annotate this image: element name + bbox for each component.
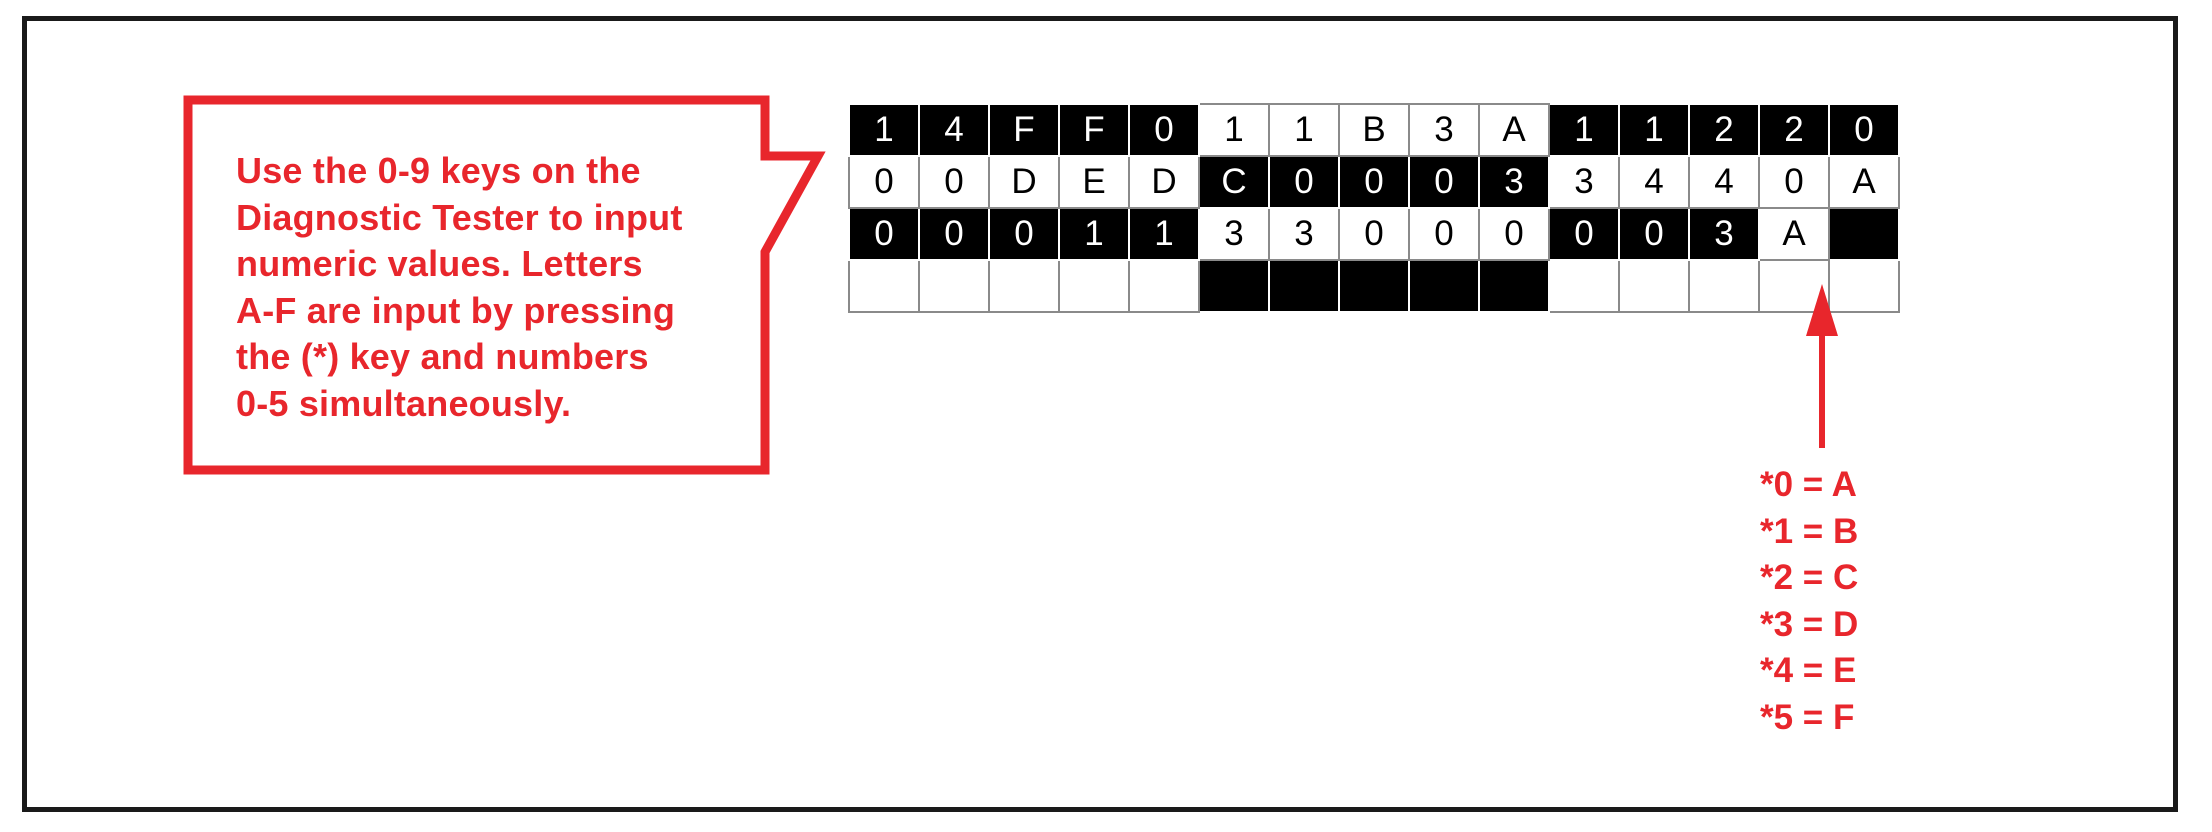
grid-cell: 3	[1478, 155, 1550, 209]
grid-cell	[1828, 207, 1900, 261]
legend-item: *5 = F	[1760, 697, 1855, 737]
grid-cell: F	[988, 103, 1060, 157]
grid-row	[848, 259, 1900, 313]
grid-cell: 0	[848, 207, 920, 261]
grid-cell: D	[988, 155, 1060, 209]
grid-cell: 3	[1548, 155, 1620, 209]
grid-cell: 0	[1128, 103, 1200, 157]
grid-cell	[1128, 259, 1200, 313]
grid-cell: 0	[1268, 155, 1340, 209]
grid-cell: 0	[1338, 207, 1410, 261]
grid-cell: C	[1198, 155, 1270, 209]
grid-cell: 0	[988, 207, 1060, 261]
grid-cell	[1548, 259, 1620, 313]
grid-cell: 0	[1478, 207, 1550, 261]
grid-cell: A	[1758, 207, 1830, 261]
grid-cell: 1	[1618, 103, 1690, 157]
grid-cell	[1618, 259, 1690, 313]
grid-cell: 3	[1268, 207, 1340, 261]
grid-cell: 1	[1128, 207, 1200, 261]
diagram-frame	[22, 16, 2178, 812]
grid-cell: 0	[1408, 207, 1480, 261]
grid-cell: F	[1058, 103, 1130, 157]
grid-cell	[1268, 259, 1340, 313]
grid-cell	[1058, 259, 1130, 313]
grid-cell	[918, 259, 990, 313]
grid-cell: E	[1058, 155, 1130, 209]
grid-cell: A	[1478, 103, 1550, 157]
grid-cell: 0	[1828, 103, 1900, 157]
grid-cell: 0	[1758, 155, 1830, 209]
grid-cell: 3	[1688, 207, 1760, 261]
callout-outline	[183, 95, 826, 475]
legend-item: *4 = E	[1760, 651, 1857, 690]
grid-cell: 0	[848, 155, 920, 209]
grid-cell	[848, 259, 920, 313]
grid-cell: A	[1828, 155, 1900, 209]
grid-cell	[1828, 259, 1900, 313]
arrow-head-icon	[1806, 284, 1838, 336]
grid-cell	[988, 259, 1060, 313]
grid-cell: 2	[1688, 103, 1760, 157]
grid-cell: 2	[1758, 103, 1830, 157]
grid-cell: 3	[1198, 207, 1270, 261]
grid-cell: 0	[1618, 207, 1690, 261]
legend-item: *0 = A	[1760, 465, 1857, 504]
grid-cell	[1688, 259, 1760, 313]
grid-cell: 3	[1408, 103, 1480, 157]
grid-cell	[1408, 259, 1480, 313]
grid-cell: 0	[918, 207, 990, 261]
grid-cell: 0	[1338, 155, 1410, 209]
legend-item: *2 = C	[1760, 558, 1859, 597]
grid-cell	[1338, 259, 1410, 313]
legend-item: *1 = B	[1760, 511, 1859, 551]
legend-item: *3 = D	[1760, 604, 1859, 644]
grid-cell: D	[1128, 155, 1200, 209]
grid-cell: 0	[1408, 155, 1480, 209]
grid-cell: 0	[918, 155, 990, 209]
grid-cell: 0	[1548, 207, 1620, 261]
grid-cell: 4	[1688, 155, 1760, 209]
grid-cell: 1	[1198, 103, 1270, 157]
grid-cell: 1	[1548, 103, 1620, 157]
grid-cell	[1198, 259, 1270, 313]
grid-cell	[1478, 259, 1550, 313]
key-legend: *0 = A *1 = B *2 = C *3 = D *4 = E *5 = F	[1760, 462, 1858, 741]
grid-cell: 1	[848, 103, 920, 157]
grid-cell: 4	[918, 103, 990, 157]
grid-cell: 1	[1058, 207, 1130, 261]
grid-cell: 4	[1618, 155, 1690, 209]
grid-cell: B	[1338, 103, 1410, 157]
grid-cell	[1758, 259, 1830, 313]
callout-instructions: Use the 0-9 keys on the Diagnostic Teste…	[236, 150, 683, 424]
grid-cell: 1	[1268, 103, 1340, 157]
